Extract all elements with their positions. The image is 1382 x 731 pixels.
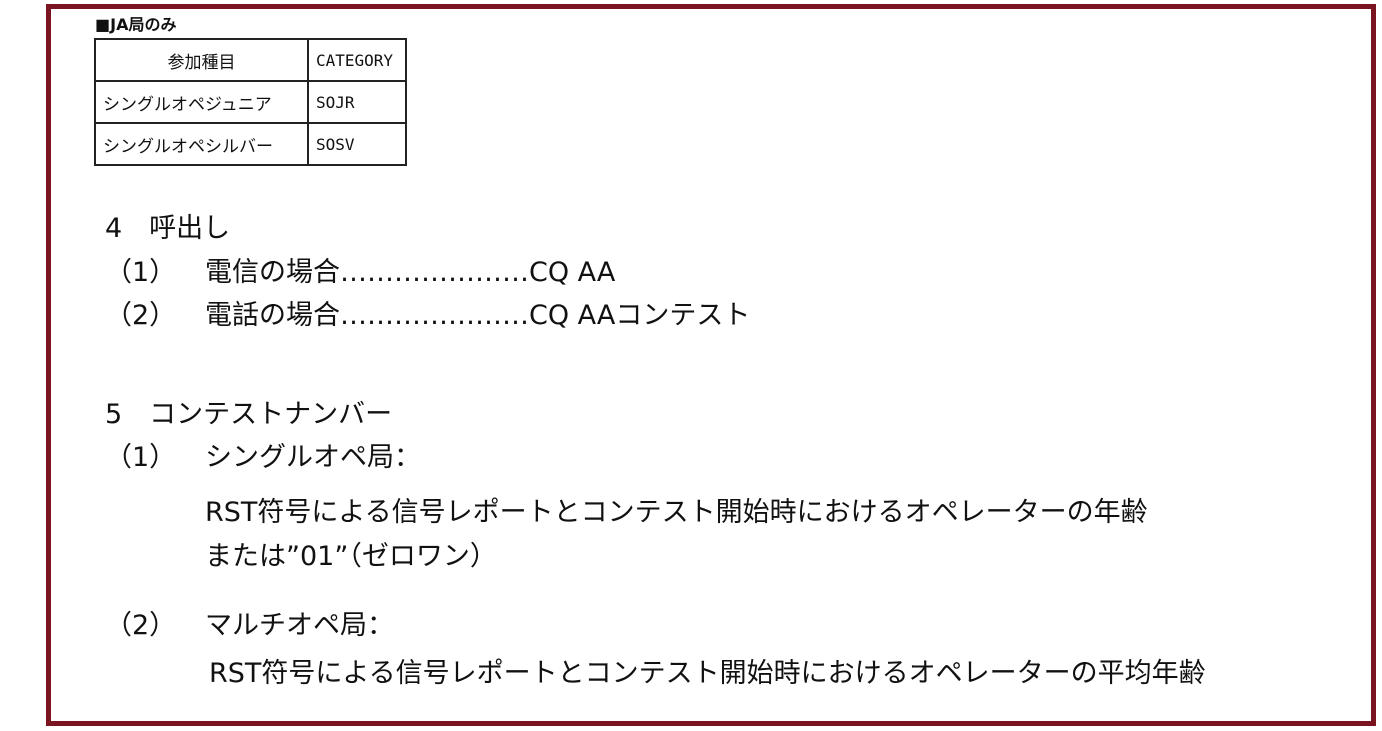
section-5-title: 5 コンテストナンバー — [105, 399, 393, 430]
table-header-row: 参加種目 CATEGORY — [94, 38, 407, 82]
category-table: 参加種目 CATEGORY シングルオペジュニア SOJR シングルオペシルバー… — [94, 38, 407, 166]
table-cell: SOJR — [307, 80, 407, 124]
section-5-item-2-text: マルチオペ局： — [205, 610, 394, 641]
section-5-item-1-text: シングルオペ局： — [205, 442, 421, 473]
section-4-item-2-text: 電話の場合…………………CQ AAコンテスト — [205, 300, 751, 331]
document-frame: ■JA局のみ 参加種目 CATEGORY シングルオペジュニア SOJR シング… — [46, 4, 1376, 726]
section-4-item-1-number: （1） — [105, 257, 177, 288]
table-header-cell: CATEGORY — [307, 38, 407, 82]
table-cell: SOSV — [307, 122, 407, 166]
table-cell: シングルオペジュニア — [94, 80, 309, 124]
section-5-item-1-desc-line-2: または”01”（ゼロワン） — [205, 541, 497, 572]
section-4-title: 4 呼出し — [105, 213, 231, 244]
table-heading: ■JA局のみ — [95, 15, 177, 34]
table-row: シングルオペジュニア SOJR — [94, 80, 407, 124]
section-5-item-2-number: （2） — [105, 610, 177, 641]
table-cell: シングルオペシルバー — [94, 122, 309, 166]
section-4-item-2-number: （2） — [105, 300, 177, 331]
table-row: シングルオペシルバー SOSV — [94, 122, 407, 166]
section-4-item-1-text: 電信の場合…………………CQ AA — [205, 257, 616, 288]
table-header-cell: 参加種目 — [94, 38, 309, 82]
section-5-item-2-desc-line-1: RST符号による信号レポートとコンテスト開始時におけるオペレーターの平均年齢 — [209, 658, 1206, 689]
section-5-item-1-number: （1） — [105, 442, 177, 473]
section-5-item-1-desc-line-1: RST符号による信号レポートとコンテスト開始時におけるオペレーターの年齢 — [205, 497, 1148, 528]
